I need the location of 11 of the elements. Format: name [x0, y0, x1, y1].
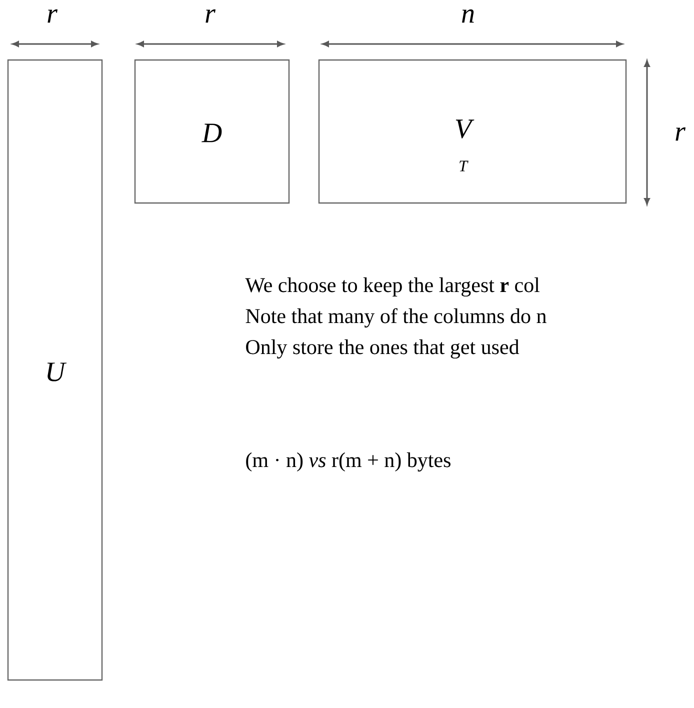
- matrix-box: D: [134, 59, 290, 204]
- note-text: We choose to keep the largest r col: [245, 277, 540, 297]
- dimension-label: r: [48, 9, 58, 23]
- note-text: Only store the ones that get used: [246, 339, 520, 359]
- note-text: Note that many of the columns do n: [246, 308, 546, 328]
- matrix-box: U: [7, 59, 103, 681]
- dimension-label: r: [676, 127, 686, 141]
- matrix-box: V T: [318, 59, 627, 204]
- dimension-label: r: [206, 9, 216, 23]
- note-text: (m · n) vs r(m + n) bytes: [246, 452, 450, 472]
- dimension-label: n: [462, 9, 474, 23]
